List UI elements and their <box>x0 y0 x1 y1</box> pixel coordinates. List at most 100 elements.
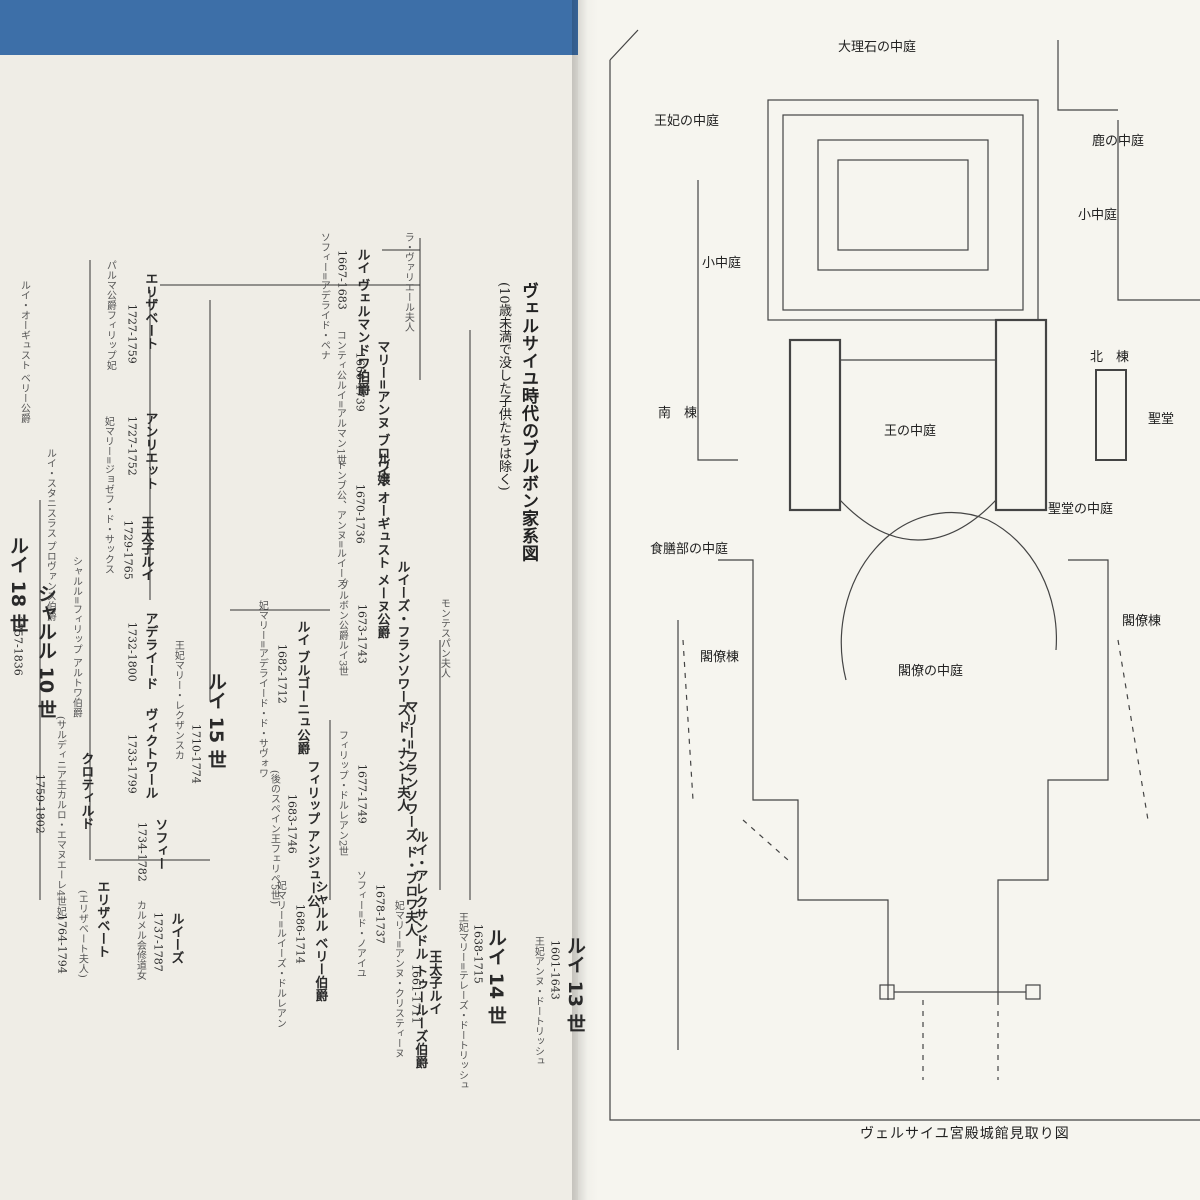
person-years: 1759-1802 <box>33 774 47 834</box>
person-lavalliere: ラ・ヴァリエール夫人 <box>398 232 416 332</box>
person-note: カルメル会修道女 <box>134 900 146 980</box>
person-years: 1732-1800 <box>125 622 139 682</box>
person-louise-note: カルメル会修道女 <box>130 900 148 980</box>
person-victoire-years: 1733-1799 <box>122 730 140 794</box>
person-louis13: ルイ 13 世 <box>563 936 586 1033</box>
person-name: ルイーズ <box>168 912 184 964</box>
person-elisabeth2-note: (エリザベート夫人) <box>72 890 90 978</box>
person-louis14-note: 王妃マリー=テレーズ・ドートリッシュ <box>452 912 470 1090</box>
person-philippe-note: (後のスペイン王フェリペ5世) <box>264 770 282 904</box>
person-years: 1764-1794 <box>55 914 69 974</box>
person-note: ブルボン公爵ルイ3世 <box>336 580 348 677</box>
person-name: アデライード <box>142 612 158 690</box>
person-name: ヴィクトワール <box>142 708 158 799</box>
person-vermandois-note: ソフィー=アデライド・ペナ <box>314 232 332 360</box>
person-clotilde-note: (サルディニア王カルロ・エマヌエーレ4世妃) <box>50 716 68 920</box>
person-name: マリー=フランソワーズ ド・ブロワ夫人 <box>402 700 418 937</box>
person-berry-years: 1686-1714 <box>290 900 308 964</box>
person-louis14-years: 1638-1715 <box>468 920 486 984</box>
person-name: ルイ 15 世 <box>204 672 227 769</box>
person-henriette: アンリエット <box>140 412 158 490</box>
label-south-wing: 南 棟 <box>658 406 698 421</box>
person-nantes: ルイーズ・フランソワーズ ド・ナント夫人 <box>392 560 410 812</box>
person-berry: シャルル ベリー伯爵 <box>310 880 328 1002</box>
person-note: フィリップ・ドルレアン2世 <box>336 730 348 857</box>
person-name: ルイ・オーギュスト ベリー公爵 <box>18 280 30 424</box>
person-note: (サルディニア王カルロ・エマヌエーレ4世妃) <box>54 716 66 921</box>
person-note: コンティ公ルイ=アルマン1世 <box>334 330 346 465</box>
label-chapel: 聖堂 <box>1148 412 1175 427</box>
person-maine-note: ドンブ公、アンヌ=ルイーズ <box>330 460 348 588</box>
person-years: 1661-1711 <box>409 964 423 1024</box>
person-blois-years: 1677-1749 <box>352 760 370 824</box>
label-marble-court: 大理石の中庭 <box>838 40 917 55</box>
person-years: 1710-1774 <box>189 724 203 784</box>
left-page-genealogy <box>0 55 588 1200</box>
person-louis15-note: 王妃マリー・レクザンスカ <box>168 640 186 760</box>
person-dauphin2-years: 1729-1765 <box>118 516 136 580</box>
person-sophie-years: 1734-1782 <box>132 818 150 882</box>
person-note: 王妃マリー・レクザンスカ <box>172 640 184 760</box>
person-nantes-years: 1673-1743 <box>352 600 370 664</box>
person-name: ルイ 14 世 <box>484 928 507 1025</box>
person-years: 1666-1739 <box>353 352 367 412</box>
person-note: ソフィー=アデライド・ペナ <box>318 232 330 361</box>
person-clotilde: クロティルド <box>76 752 94 830</box>
person-name: ラ・ヴァリエール夫人 <box>402 232 414 332</box>
person-years: 1682-1712 <box>275 644 289 704</box>
person-name: ルイ 13 世 <box>563 936 586 1033</box>
person-name: アンリエット <box>142 412 158 490</box>
person-louise-years: 1737-1787 <box>148 908 166 972</box>
person-bourgogne-years: 1682-1712 <box>272 640 290 704</box>
person-mariea-years: 1666-1739 <box>350 348 368 412</box>
person-name: 王太子ルイ <box>426 950 442 1015</box>
person-years: 1737-1787 <box>151 912 165 972</box>
person-nantes-note: ブルボン公爵ルイ3世 <box>332 580 350 676</box>
label-chapel-court: 聖堂の中庭 <box>1048 502 1114 517</box>
person-note: ドンブ公、アンヌ=ルイーズ <box>334 460 346 589</box>
person-years: 1729-1765 <box>121 520 135 580</box>
person-elisabeth2: エリザベート <box>92 880 110 958</box>
person-vermandois: ルイ ヴェルマンドワ伯爵 <box>352 248 370 396</box>
label-small-court-right: 小中庭 <box>1078 208 1118 223</box>
floorplan-caption: ヴェルサイユ宮殿城館見取り図 <box>860 1126 1070 1142</box>
person-toulouse-note: ソフィー=ド・ノアイユ <box>350 870 368 978</box>
person-years: 1727-1752 <box>125 416 139 476</box>
person-note: (エリザベート夫人) <box>76 890 88 978</box>
label-deer-court: 鹿の中庭 <box>1092 134 1145 149</box>
label-kitchen-court: 食膳部の中庭 <box>650 542 729 557</box>
person-louis15: ルイ 15 世 <box>204 672 227 769</box>
person-louis16: ルイ・オーギュスト ベリー公爵 <box>14 280 32 423</box>
person-years: 1686-1714 <box>293 904 307 964</box>
person-louis14: ルイ 14 世 <box>484 928 507 1025</box>
person-years: 1683-1746 <box>285 794 299 854</box>
label-ministers-wing-right: 閣僚棟 <box>1122 614 1162 629</box>
person-mariea: マリー=アンヌ ブロワ嬢 <box>372 340 390 485</box>
person-adelaide-years: 1732-1800 <box>122 618 140 682</box>
person-adelaide: アデライード <box>140 612 158 690</box>
person-years: 1673-1743 <box>355 604 369 664</box>
person-toulouse: ルイ・アレクサンドル トゥールーズ伯爵 <box>410 830 428 1069</box>
person-louis15-years: 1710-1774 <box>186 720 204 784</box>
person-name: マリー=アンヌ ブロワ嬢 <box>374 340 390 486</box>
person-dauphin2: 王太子ルイ <box>136 516 154 581</box>
person-note: 妃マリー=アデライード・ド・サヴォワ <box>256 600 268 779</box>
person-name: エリザベート <box>94 880 110 958</box>
person-name: モンテスパン夫人 <box>438 598 450 678</box>
person-years: 1670-1736 <box>353 484 367 544</box>
person-name: ソフィー <box>152 818 168 870</box>
person-louis18: ルイ 18 世 <box>6 536 29 633</box>
person-charles10-years: 1757-1836 <box>8 612 26 676</box>
book-gutter <box>572 0 598 1200</box>
person-note: ソフィー=ド・ノアイユ <box>354 870 366 979</box>
person-name: シャルル 10 世 <box>34 584 57 719</box>
person-name: ルイ 18 世 <box>6 536 29 633</box>
person-note: 妃マリー=ルイーズ・ドルレアン <box>274 880 286 1029</box>
label-north-wing: 北 棟 <box>1090 350 1130 365</box>
person-victoire: ヴィクトワール <box>140 708 158 799</box>
person-vermandois-years: 1667-1683 <box>332 246 350 310</box>
person-name: ルイ ヴェルマンドワ伯爵 <box>354 248 370 396</box>
person-name: ルイ・オーギュスト メーヌ公爵 <box>374 452 390 639</box>
person-years: 1757-1836 <box>11 616 25 676</box>
person-note: シャルル=フィリップ アルトワ伯爵 <box>70 556 82 718</box>
